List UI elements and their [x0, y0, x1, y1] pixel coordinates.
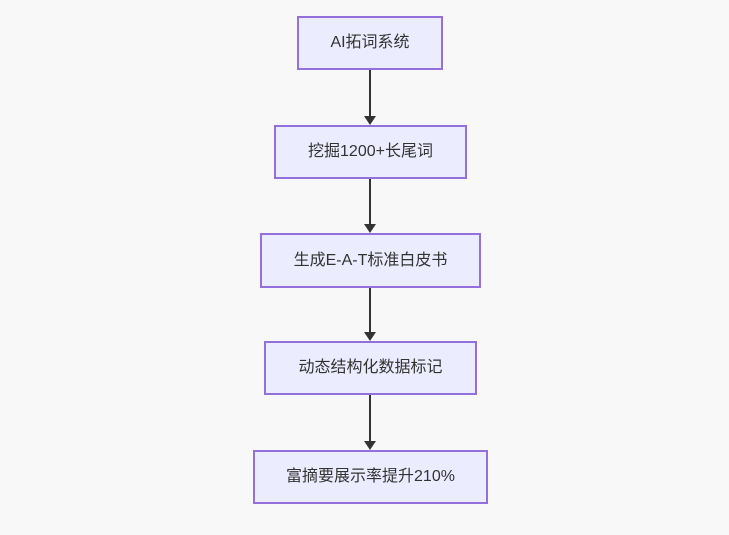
- flow-node-label: 动态结构化数据标记: [298, 359, 443, 376]
- flow-edge-d-e: [364, 395, 376, 450]
- edge-line: [369, 395, 371, 442]
- flow-edge-c-d: [364, 288, 376, 341]
- arrowhead-down-icon: [364, 116, 376, 125]
- flow-node-eat-whitepaper: 生成E-A-T标准白皮书: [260, 233, 481, 288]
- flow-node-ai-word-expansion: AI拓词系统: [297, 16, 443, 70]
- edge-line: [369, 179, 371, 225]
- arrowhead-down-icon: [364, 441, 376, 450]
- flow-node-label: 富摘要展示率提升210%: [286, 468, 455, 485]
- flow-node-label: 生成E-A-T标准白皮书: [293, 251, 448, 269]
- flow-node-label: AI拓词系统: [330, 34, 410, 51]
- arrowhead-down-icon: [364, 332, 376, 341]
- flow-node-label: 挖掘1200+长尾词: [308, 143, 433, 160]
- edge-line: [369, 288, 371, 333]
- flow-edge-a-b: [364, 70, 376, 125]
- flow-node-rich-snippet-result: 富摘要展示率提升210%: [253, 450, 488, 504]
- flow-edge-b-c: [364, 179, 376, 233]
- flow-node-structured-data-markup: 动态结构化数据标记: [264, 341, 477, 395]
- edge-line: [369, 70, 371, 117]
- arrowhead-down-icon: [364, 224, 376, 233]
- flow-node-longtail-mining: 挖掘1200+长尾词: [274, 125, 467, 179]
